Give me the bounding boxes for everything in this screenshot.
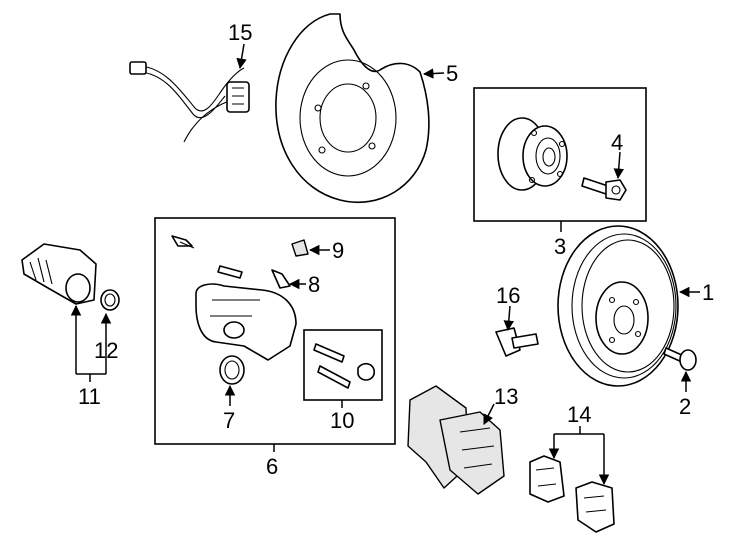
- bleeder-screw: [271, 269, 291, 289]
- callout-7: 7: [223, 408, 235, 433]
- rotor-screw: [663, 347, 697, 371]
- callout-8: 8: [308, 272, 320, 297]
- callout-12: 12: [94, 338, 118, 363]
- caliper-bolt: [171, 235, 195, 249]
- pad-hardware: [407, 385, 505, 495]
- group-box-6: [154, 217, 396, 445]
- guide-pin-kit: [313, 343, 375, 389]
- parking-brake-motor: [21, 243, 97, 305]
- group-box-3: [473, 87, 647, 222]
- callout-10: 10: [330, 408, 354, 433]
- callout-9: 9: [332, 238, 344, 263]
- brake-fitting: [495, 327, 539, 357]
- callout-15: 15: [228, 20, 252, 45]
- caliper-seal: [219, 355, 245, 385]
- wheel-hub: [497, 117, 568, 191]
- callout-14: 14: [567, 402, 591, 427]
- brake-rotor: [557, 225, 679, 387]
- callout-1: 1: [702, 280, 714, 305]
- callout-5: 5: [446, 61, 458, 86]
- callout-6: 6: [266, 454, 278, 479]
- callout-11: 11: [78, 384, 101, 409]
- group-box-10: [303, 329, 383, 401]
- leader-13: [483, 403, 495, 425]
- leader-15: [236, 43, 247, 70]
- hub-bolt: [581, 177, 627, 201]
- brake-caliper: [195, 283, 297, 361]
- motor-seal: [100, 289, 120, 311]
- callout-16: 16: [496, 283, 520, 308]
- abs-sensor-wire: [129, 61, 250, 143]
- callout-13: 13: [494, 384, 518, 409]
- caliper-pin: [217, 265, 243, 279]
- brake-pads: [529, 455, 615, 533]
- callout-4: 4: [611, 130, 623, 155]
- leader-5: [422, 68, 445, 79]
- leader-4: [613, 151, 624, 180]
- callout-3: 3: [554, 234, 566, 259]
- splash-shield: [275, 13, 430, 204]
- bleeder-cap: [291, 239, 309, 257]
- callout-2: 2: [679, 394, 691, 419]
- leader-16: [503, 305, 515, 332]
